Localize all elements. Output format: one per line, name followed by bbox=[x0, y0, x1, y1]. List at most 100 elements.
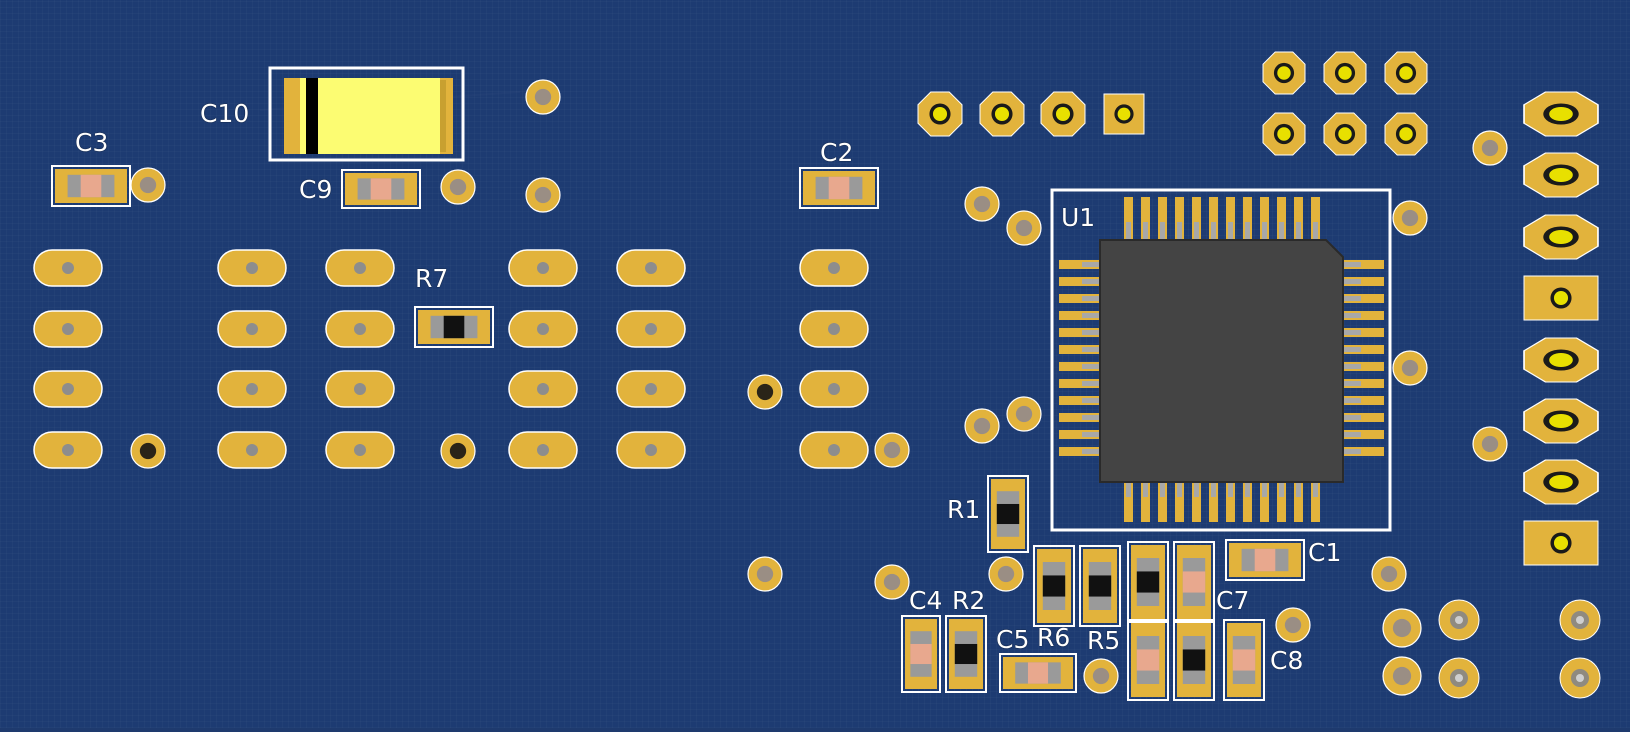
via-drill bbox=[1401, 209, 1419, 227]
label-c4: C4 bbox=[909, 586, 943, 615]
oval-pad bbox=[217, 310, 287, 348]
via bbox=[747, 556, 783, 592]
header-pad-ring bbox=[1055, 106, 1071, 122]
header-pad-ring bbox=[994, 106, 1010, 122]
u1-lead-left bbox=[1082, 449, 1103, 454]
u1-pin-top bbox=[1311, 197, 1320, 241]
via bbox=[1472, 426, 1508, 462]
capacitor-c10 bbox=[268, 66, 465, 162]
u1-pin-top bbox=[1192, 197, 1201, 241]
smd-body bbox=[1136, 571, 1160, 593]
silk-outline bbox=[268, 66, 465, 162]
u1-pin-left bbox=[1059, 430, 1103, 439]
u1-lead-top bbox=[1143, 222, 1148, 241]
pad-drill bbox=[246, 383, 258, 395]
label-r2: R2 bbox=[952, 586, 986, 615]
u1-lead-left bbox=[1082, 432, 1103, 437]
via bbox=[1382, 608, 1422, 648]
oval-pad bbox=[33, 310, 103, 348]
label-c8: C8 bbox=[1270, 646, 1304, 675]
silk-outline bbox=[945, 615, 987, 693]
via-drill bbox=[1380, 565, 1398, 583]
smd-capacitor bbox=[1127, 619, 1169, 701]
smd-body bbox=[1136, 649, 1160, 671]
u1-pin-top bbox=[1260, 197, 1269, 241]
header-pad-square bbox=[1523, 275, 1599, 321]
u1-lead-bottom bbox=[1296, 478, 1301, 497]
u1-lead-right bbox=[1340, 415, 1361, 420]
via-drill bbox=[1481, 435, 1499, 453]
u1-lead-top bbox=[1313, 222, 1318, 241]
u1-lead-top bbox=[1126, 222, 1131, 241]
via bbox=[130, 167, 166, 203]
header-pad-ring bbox=[1399, 127, 1413, 141]
oval-pad bbox=[325, 370, 395, 408]
u1-lead-left bbox=[1082, 398, 1103, 403]
silk-outline bbox=[1223, 619, 1265, 701]
smd-body bbox=[1182, 649, 1206, 671]
via bbox=[440, 433, 476, 469]
small-header-pad bbox=[1438, 599, 1480, 641]
smd-body bbox=[1027, 662, 1049, 684]
header-pad bbox=[1523, 337, 1599, 383]
smd-body bbox=[370, 178, 392, 200]
u1-pin-right bbox=[1340, 345, 1384, 354]
u1-pin-bottom bbox=[1124, 478, 1133, 522]
via-drill bbox=[534, 88, 552, 106]
via bbox=[1392, 350, 1428, 386]
u1-pin-left bbox=[1059, 396, 1103, 405]
silk-outline bbox=[1225, 539, 1305, 581]
pad-drill bbox=[62, 444, 74, 456]
u1-lead-left bbox=[1082, 415, 1103, 420]
smd-capacitor bbox=[1173, 541, 1215, 623]
header-pad-ring bbox=[1338, 127, 1352, 141]
u1-lead-right bbox=[1340, 330, 1361, 335]
silk-outline bbox=[1173, 619, 1215, 701]
header-pad-ring bbox=[1338, 66, 1352, 80]
u1-lead-right bbox=[1340, 262, 1361, 267]
header-pad-square bbox=[1103, 93, 1145, 135]
u1-lead-left bbox=[1082, 262, 1103, 267]
smd-resistor bbox=[1127, 541, 1169, 623]
header-pad-ring bbox=[1549, 352, 1573, 368]
u1-lead-bottom bbox=[1126, 478, 1131, 497]
smd-capacitor bbox=[901, 615, 941, 693]
silk-outline bbox=[999, 653, 1077, 693]
pad-drill bbox=[246, 323, 258, 335]
smd-resistor bbox=[945, 615, 987, 693]
u1-lead-bottom bbox=[1211, 478, 1216, 497]
oval-pad bbox=[325, 431, 395, 469]
label-c9: C9 bbox=[299, 175, 333, 204]
via-drill bbox=[534, 186, 552, 204]
u1-pin-top bbox=[1277, 197, 1286, 241]
via bbox=[525, 79, 561, 115]
header-pad-ring bbox=[1399, 66, 1413, 80]
silk-outline bbox=[987, 475, 1029, 553]
pad-drill bbox=[537, 383, 549, 395]
oval-pad bbox=[508, 249, 578, 287]
u1-pin-right bbox=[1340, 362, 1384, 371]
silk-outline bbox=[51, 165, 131, 207]
header-pad bbox=[917, 91, 963, 137]
header-pad bbox=[1323, 51, 1367, 95]
via-drill bbox=[1392, 618, 1412, 638]
via bbox=[964, 408, 1000, 444]
label-c7: C7 bbox=[1216, 586, 1250, 615]
u1-pin-bottom bbox=[1311, 478, 1320, 522]
u1-pin-right bbox=[1340, 328, 1384, 337]
u1-lead-right bbox=[1340, 296, 1361, 301]
via-drill bbox=[756, 383, 774, 401]
header-pad-ring bbox=[1549, 167, 1573, 183]
label-c10: C10 bbox=[200, 99, 250, 128]
header-pad-ring bbox=[1549, 106, 1573, 122]
smd-body bbox=[1182, 571, 1206, 593]
u1-lead-left bbox=[1082, 347, 1103, 352]
small-header-pad bbox=[1438, 657, 1480, 699]
u1-lead-top bbox=[1296, 222, 1301, 241]
header-pad bbox=[1040, 91, 1086, 137]
u1-lead-left bbox=[1082, 296, 1103, 301]
smd-body bbox=[443, 315, 465, 339]
pad-drill-center bbox=[1455, 616, 1463, 624]
u1-lead-bottom bbox=[1143, 478, 1148, 497]
